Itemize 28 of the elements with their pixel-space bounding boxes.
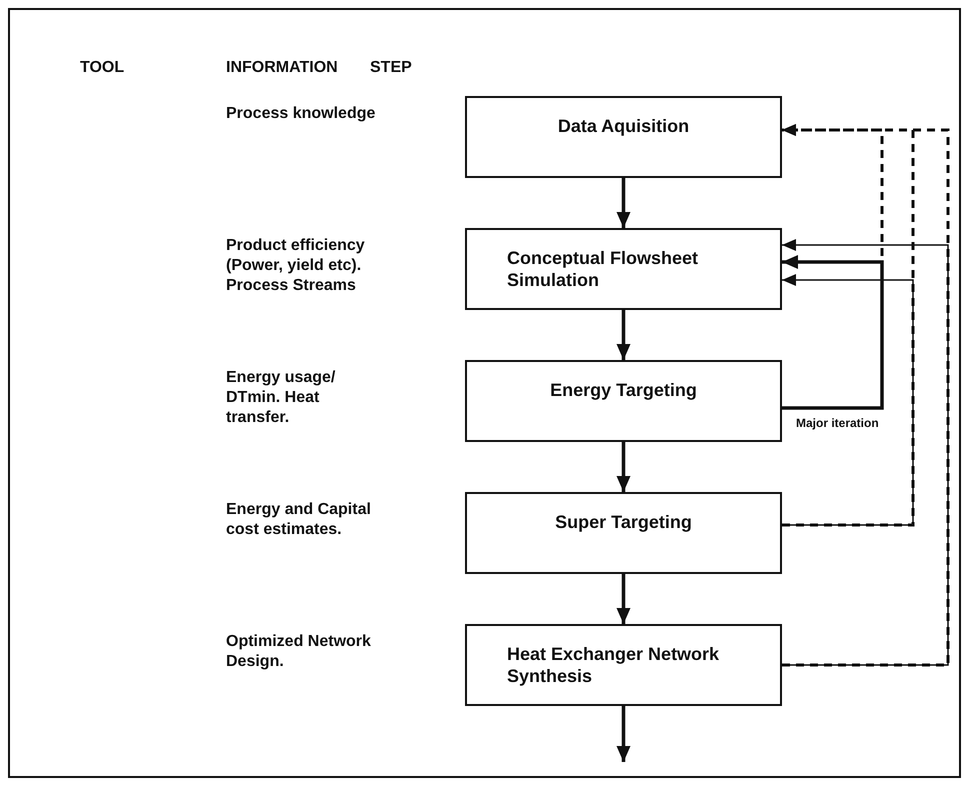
arrow [616,706,630,762]
info-text: Product efficiency (Power, yield etc). Process Streams [226,236,366,296]
arrow [782,255,884,410]
arrow [782,274,914,526]
arrow [616,178,630,228]
process-box [465,96,782,178]
step-text: Heat Exchanger Network Synthesis [507,644,720,688]
info-text: Energy usage/ DTmin. Heat transfer. [226,368,336,428]
column-heading: TOOL [80,58,124,78]
process-box [465,492,782,574]
edge-label: Major iteration [794,416,881,430]
info-text: Optimized Network Design. [226,632,372,672]
column-heading: STEP [370,58,412,78]
arrow [616,574,630,624]
arrow [782,239,949,666]
info-text: Energy and Capital cost estimates. [226,500,372,540]
info-text: Process knowledge [226,104,376,124]
step-text: Energy Targeting [550,380,697,402]
process-box [465,624,782,706]
step-text: Conceptual Flowsheet Simulation [507,248,700,292]
dashed-feedback-arrow [782,124,950,666]
process-box [465,360,782,442]
column-heading: INFORMATION [226,58,338,78]
step-text: Super Targeting [555,512,692,534]
arrow [616,442,630,492]
process-box [465,228,782,310]
arrow [616,310,630,360]
step-text: Data Aquisition [558,116,690,138]
